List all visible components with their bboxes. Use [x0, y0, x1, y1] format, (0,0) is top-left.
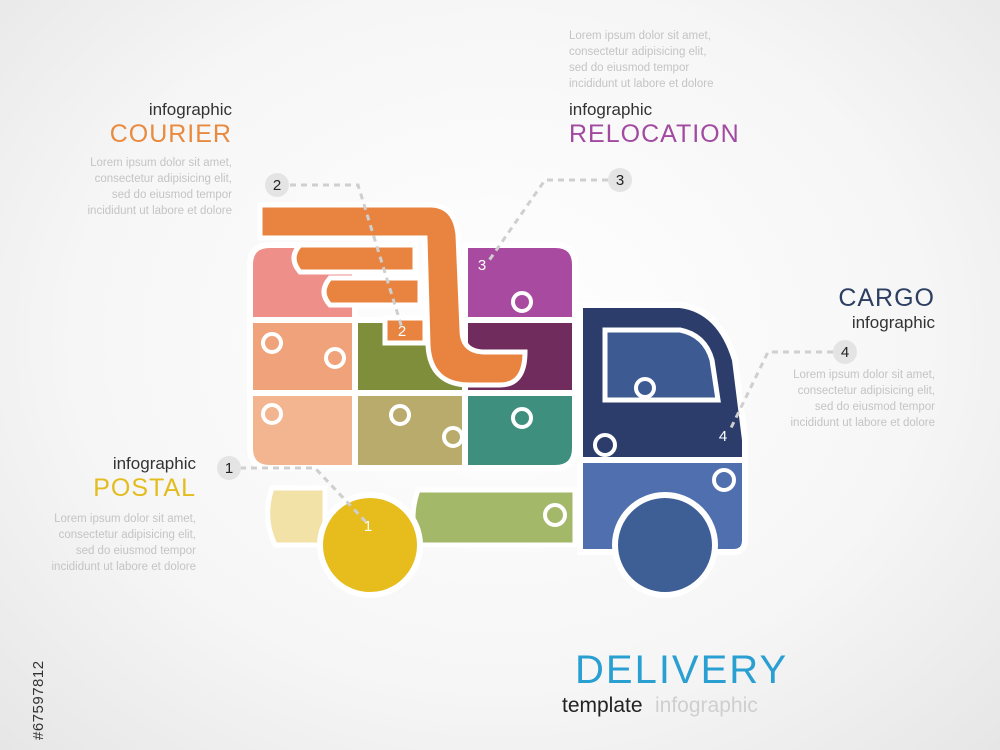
marker-1: 1: [217, 456, 241, 480]
piece-number-1: 1: [364, 518, 372, 535]
cargo-title: CARGO: [838, 284, 935, 312]
courier-lorem-line: consectetur adipisicing elit,: [94, 173, 232, 185]
postal-lorem-line: incididunt ut labore et dolore: [51, 561, 197, 573]
relocation-title: RELOCATION: [569, 120, 740, 148]
cargo-lorem-line: incididunt ut labore et dolore: [790, 417, 936, 429]
front-bumper: [265, 485, 328, 548]
cargo-lorem-line: Lorem ipsum dolor sit amet,: [793, 369, 935, 381]
piece-number-3: 3: [478, 257, 486, 274]
leader-lines: [240, 178, 833, 524]
courier-title: COURIER: [109, 120, 232, 148]
courier-lorem-line: sed do eiusmod tempor: [111, 189, 232, 201]
postal-title: POSTAL: [93, 474, 196, 502]
relocation-kicker: infographic: [569, 100, 653, 119]
relocation-lorem: Lorem ipsum dolor sit amet, consectetur …: [569, 28, 799, 92]
postal-lorem-line: Lorem ipsum dolor sit amet,: [54, 513, 196, 525]
postal-block: infographic POSTAL Lorem ipsum dolor sit…: [20, 454, 197, 575]
marker-3: 3: [608, 168, 632, 192]
marker-3-label: 3: [616, 172, 624, 189]
chassis-green: [410, 487, 578, 548]
courier-block: infographic COURIER Lorem ipsum dolor si…: [30, 100, 233, 219]
courier-wing: [257, 202, 528, 388]
tile-peach: [247, 390, 358, 471]
tile-salmon: [247, 317, 358, 396]
marker-4: 4: [833, 340, 857, 364]
cargo-lorem-line: consectetur adipisicing elit,: [797, 385, 935, 397]
marker-2-label: 2: [273, 177, 281, 194]
marker-4-label: 4: [841, 344, 849, 361]
relocation-block: Lorem ipsum dolor sit amet, consectetur …: [569, 28, 799, 149]
footer-title: DELIVERY: [575, 648, 789, 692]
relocation-lorem-line: Lorem ipsum dolor sit amet,: [569, 30, 711, 42]
cargo-kicker: infographic: [851, 313, 935, 332]
postal-lorem-line: sed do eiusmod tempor: [75, 545, 196, 557]
cargo-lorem-line: sed do eiusmod tempor: [814, 401, 935, 413]
footer-subtitle: template infographic: [562, 694, 862, 718]
wheel-rear: [317, 492, 423, 598]
courier-kicker: infographic: [148, 100, 232, 119]
piece-number-4: 4: [719, 428, 727, 445]
postal-kicker: infographic: [112, 454, 196, 473]
courier-lorem-line: incididunt ut labore et dolore: [87, 205, 233, 217]
footer-block: DELIVERY: [575, 648, 835, 693]
tile-teal: [462, 390, 578, 471]
marker-1-label: 1: [225, 460, 233, 477]
stock-id: #67597812: [8, 520, 47, 740]
stock-id-text: #67597812: [30, 660, 47, 740]
cargo-block: CARGO infographic Lorem ipsum dolor sit …: [730, 284, 936, 431]
footer-sub-infographic: infographic: [655, 694, 758, 717]
postal-lorem: Lorem ipsum dolor sit amet, consectetur …: [20, 511, 197, 575]
cargo-lorem: Lorem ipsum dolor sit amet, consectetur …: [730, 367, 936, 431]
courier-lorem-line: Lorem ipsum dolor sit amet,: [90, 157, 232, 169]
relocation-lorem-line: consectetur adipisicing elit,: [569, 46, 707, 58]
piece-number-2: 2: [398, 323, 406, 340]
marker-2: 2: [265, 173, 289, 197]
tile-purple: [462, 242, 578, 323]
cab-window: [602, 327, 721, 403]
wheel-front: [612, 492, 718, 598]
footer-sub-template: template: [562, 694, 643, 717]
postal-lorem-line: consectetur adipisicing elit,: [58, 529, 196, 541]
puzzle-knobs: [261, 291, 533, 448]
courier-lorem: Lorem ipsum dolor sit amet, consectetur …: [30, 155, 233, 219]
relocation-lorem-line: incididunt ut labore et dolore: [569, 78, 714, 90]
cargo-box: [247, 242, 578, 471]
relocation-lorem-line: sed do eiusmod tempor: [569, 62, 690, 74]
